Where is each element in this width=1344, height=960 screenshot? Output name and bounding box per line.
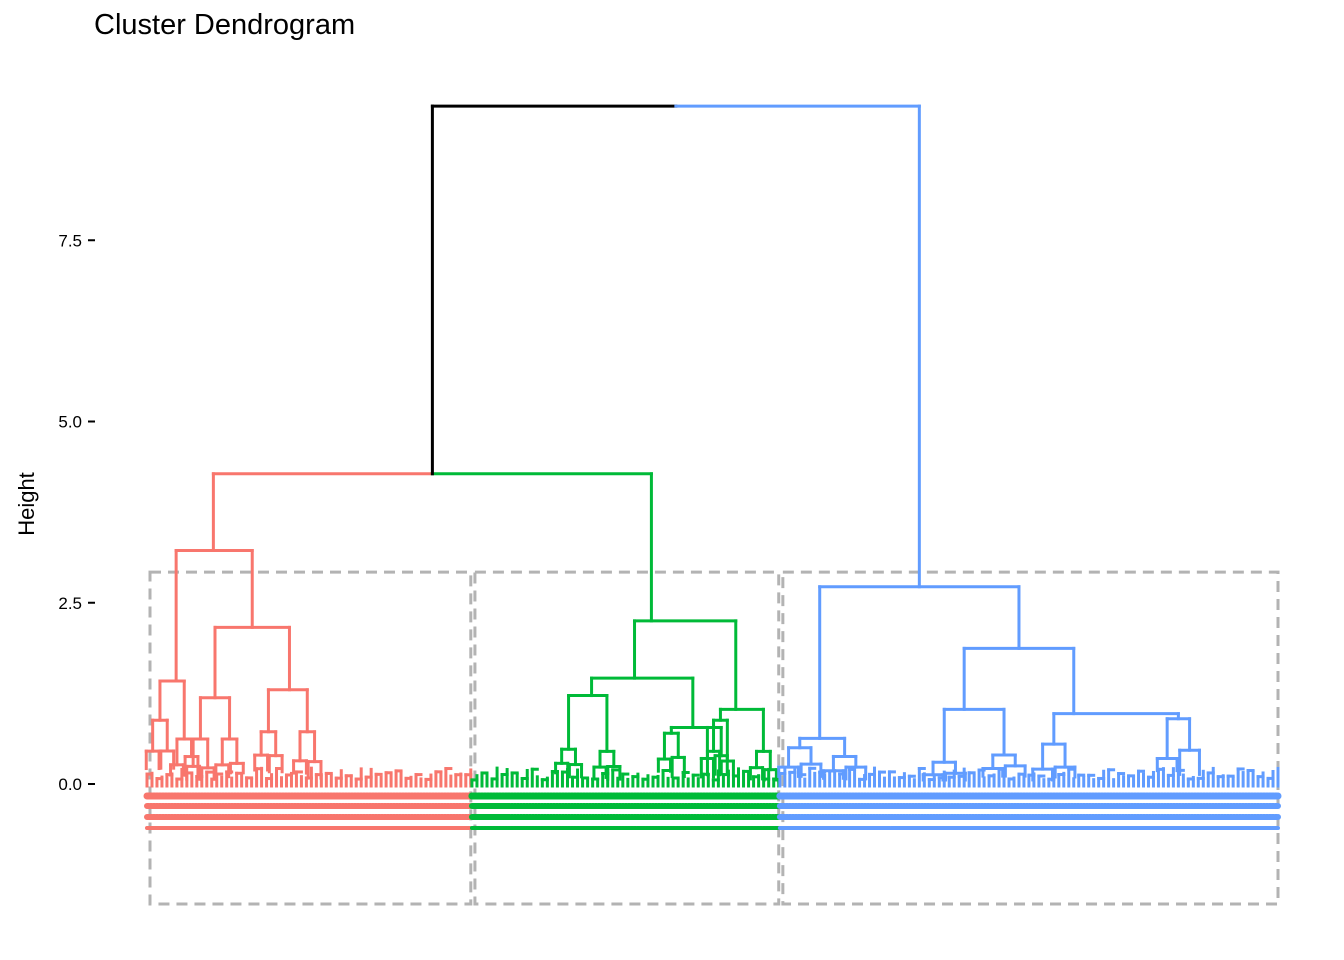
dendrogram-branches <box>144 104 1280 788</box>
top-level-branches <box>211 104 921 623</box>
cluster-1-branches <box>144 549 473 788</box>
leaf-cluster-2 <box>468 792 783 830</box>
leaf-labels <box>143 792 1282 830</box>
cluster-boxes <box>148 570 1280 906</box>
cluster-box-3 <box>781 570 1280 906</box>
cluster-3-fine-branches <box>778 766 1280 788</box>
cluster-box-2 <box>473 570 781 906</box>
y-axis: 0.0 2.5 5.0 7.5 <box>58 231 95 794</box>
cluster-box-1 <box>148 570 473 906</box>
leaf-cluster-1 <box>143 792 475 830</box>
y-axis-title: Height <box>14 472 39 536</box>
y-tick-label: 5.0 <box>58 413 82 432</box>
cluster-3-branches <box>777 585 1280 788</box>
y-tick-label: 7.5 <box>58 231 82 250</box>
y-tick-label: 0.0 <box>58 775 82 794</box>
y-tick-label: 2.5 <box>58 594 82 613</box>
cluster-2-branches <box>470 619 781 788</box>
chart-title: Cluster Dendrogram <box>94 9 356 41</box>
leaf-cluster-3 <box>776 792 1282 830</box>
